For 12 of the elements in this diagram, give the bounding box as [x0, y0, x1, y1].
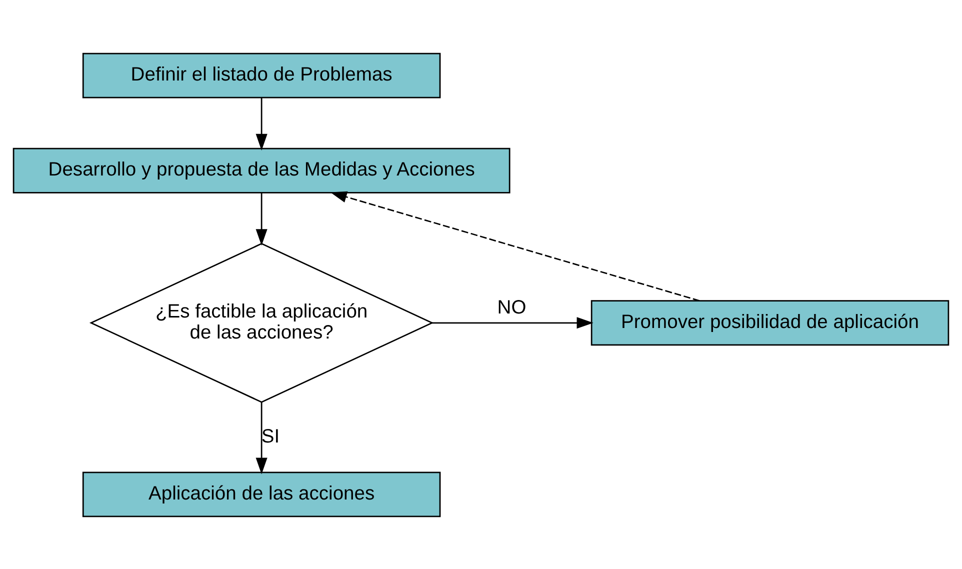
edge-label: NO [497, 297, 526, 318]
arrow [256, 192, 268, 246]
node-box: Aplicación de las acciones [82, 471, 441, 517]
arrow [256, 402, 268, 474]
arrow [330, 190, 700, 301]
arrow [256, 97, 268, 150]
node-diamond: ¿Es factible la aplicación de las acciones? [89, 242, 434, 402]
edge-label: SI [261, 426, 280, 447]
arrow [432, 316, 594, 328]
node-box: Definir el listado de Problemas [82, 52, 441, 98]
node-box: Desarrollo y propuesta de las Medidas y Acciones [12, 147, 510, 193]
node-box: Promover posibilidad de aplicación [590, 300, 950, 346]
